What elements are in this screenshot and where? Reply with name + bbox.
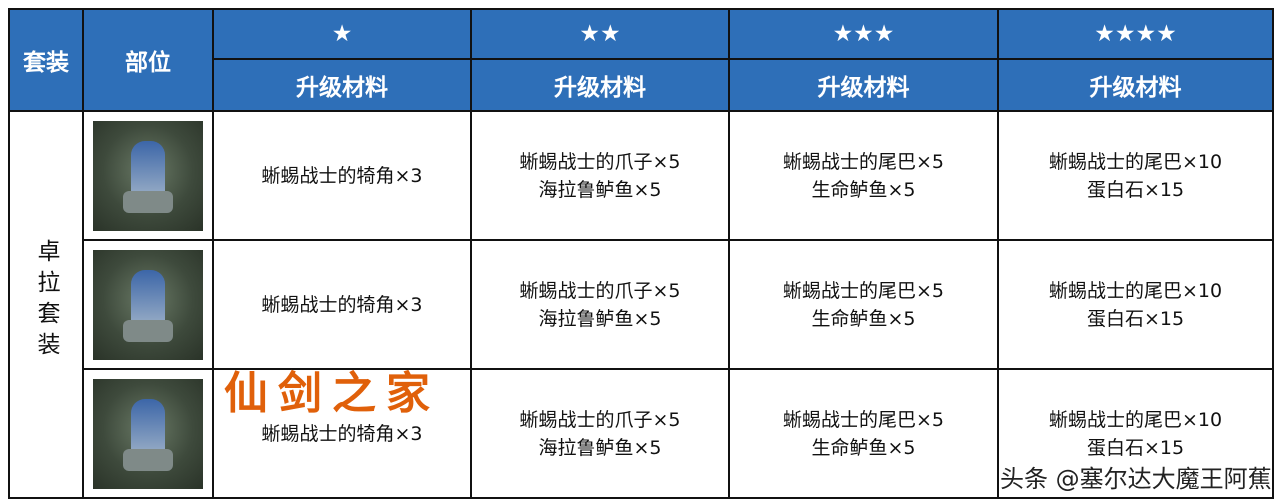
part-image-cell [82,110,214,241]
header-material: 升级材料 [470,58,730,112]
header-tier-2: ★★ [470,8,730,60]
suit-cell: 卓拉套装 [8,110,84,499]
watermark-credit: 头条 @塞尔达大魔王阿蕉 [1000,465,1272,493]
greaves-image [93,378,203,489]
header-tier-4: ★★★★ [997,8,1274,60]
suit-name: 卓拉套装 [33,238,59,363]
material-cell: 蜥蜴战士的尾巴×5 生命鲈鱼×5 [728,368,999,499]
header-tier-1: ★ [212,8,472,60]
material-cell: 蜥蜴战士的犄角×3 [212,368,472,499]
header-tier-3: ★★★ [728,8,999,60]
header-material: 升级材料 [728,58,999,112]
header-suit: 套装 [8,8,84,112]
material-cell: 蜥蜴战士的尾巴×5 生命鲈鱼×5 [728,110,999,241]
upgrade-materials-table: 套装 部位 ★ ★★ ★★★ ★★★★ 升级材料 升级材料 升级材料 升级材料 … [8,8,1274,499]
header-part: 部位 [82,8,214,112]
material-cell: 蜥蜴战士的爪子×5 海拉鲁鲈鱼×5 [470,368,730,499]
header-material: 升级材料 [212,58,472,112]
material-cell: 蜥蜴战士的犄角×3 [212,110,472,241]
part-image-cell [82,368,214,499]
part-image-cell [82,239,214,370]
material-cell: 蜥蜴战士的尾巴×10 蛋白石×15 [997,239,1274,370]
header-material: 升级材料 [997,58,1274,112]
armor-image [93,249,203,360]
material-cell: 蜥蜴战士的尾巴×10 蛋白石×15 [997,368,1274,499]
material-cell: 蜥蜴战士的尾巴×10 蛋白石×15 [997,110,1274,241]
material-cell: 蜥蜴战士的爪子×5 海拉鲁鲈鱼×5 [470,239,730,370]
material-cell: 蜥蜴战士的尾巴×5 生命鲈鱼×5 [728,239,999,370]
watermark-site: 仙剑之家 [224,368,440,419]
material-cell: 蜥蜴战士的犄角×3 [212,239,472,370]
helmet-image [93,120,203,231]
material-cell: 蜥蜴战士的爪子×5 海拉鲁鲈鱼×5 [470,110,730,241]
